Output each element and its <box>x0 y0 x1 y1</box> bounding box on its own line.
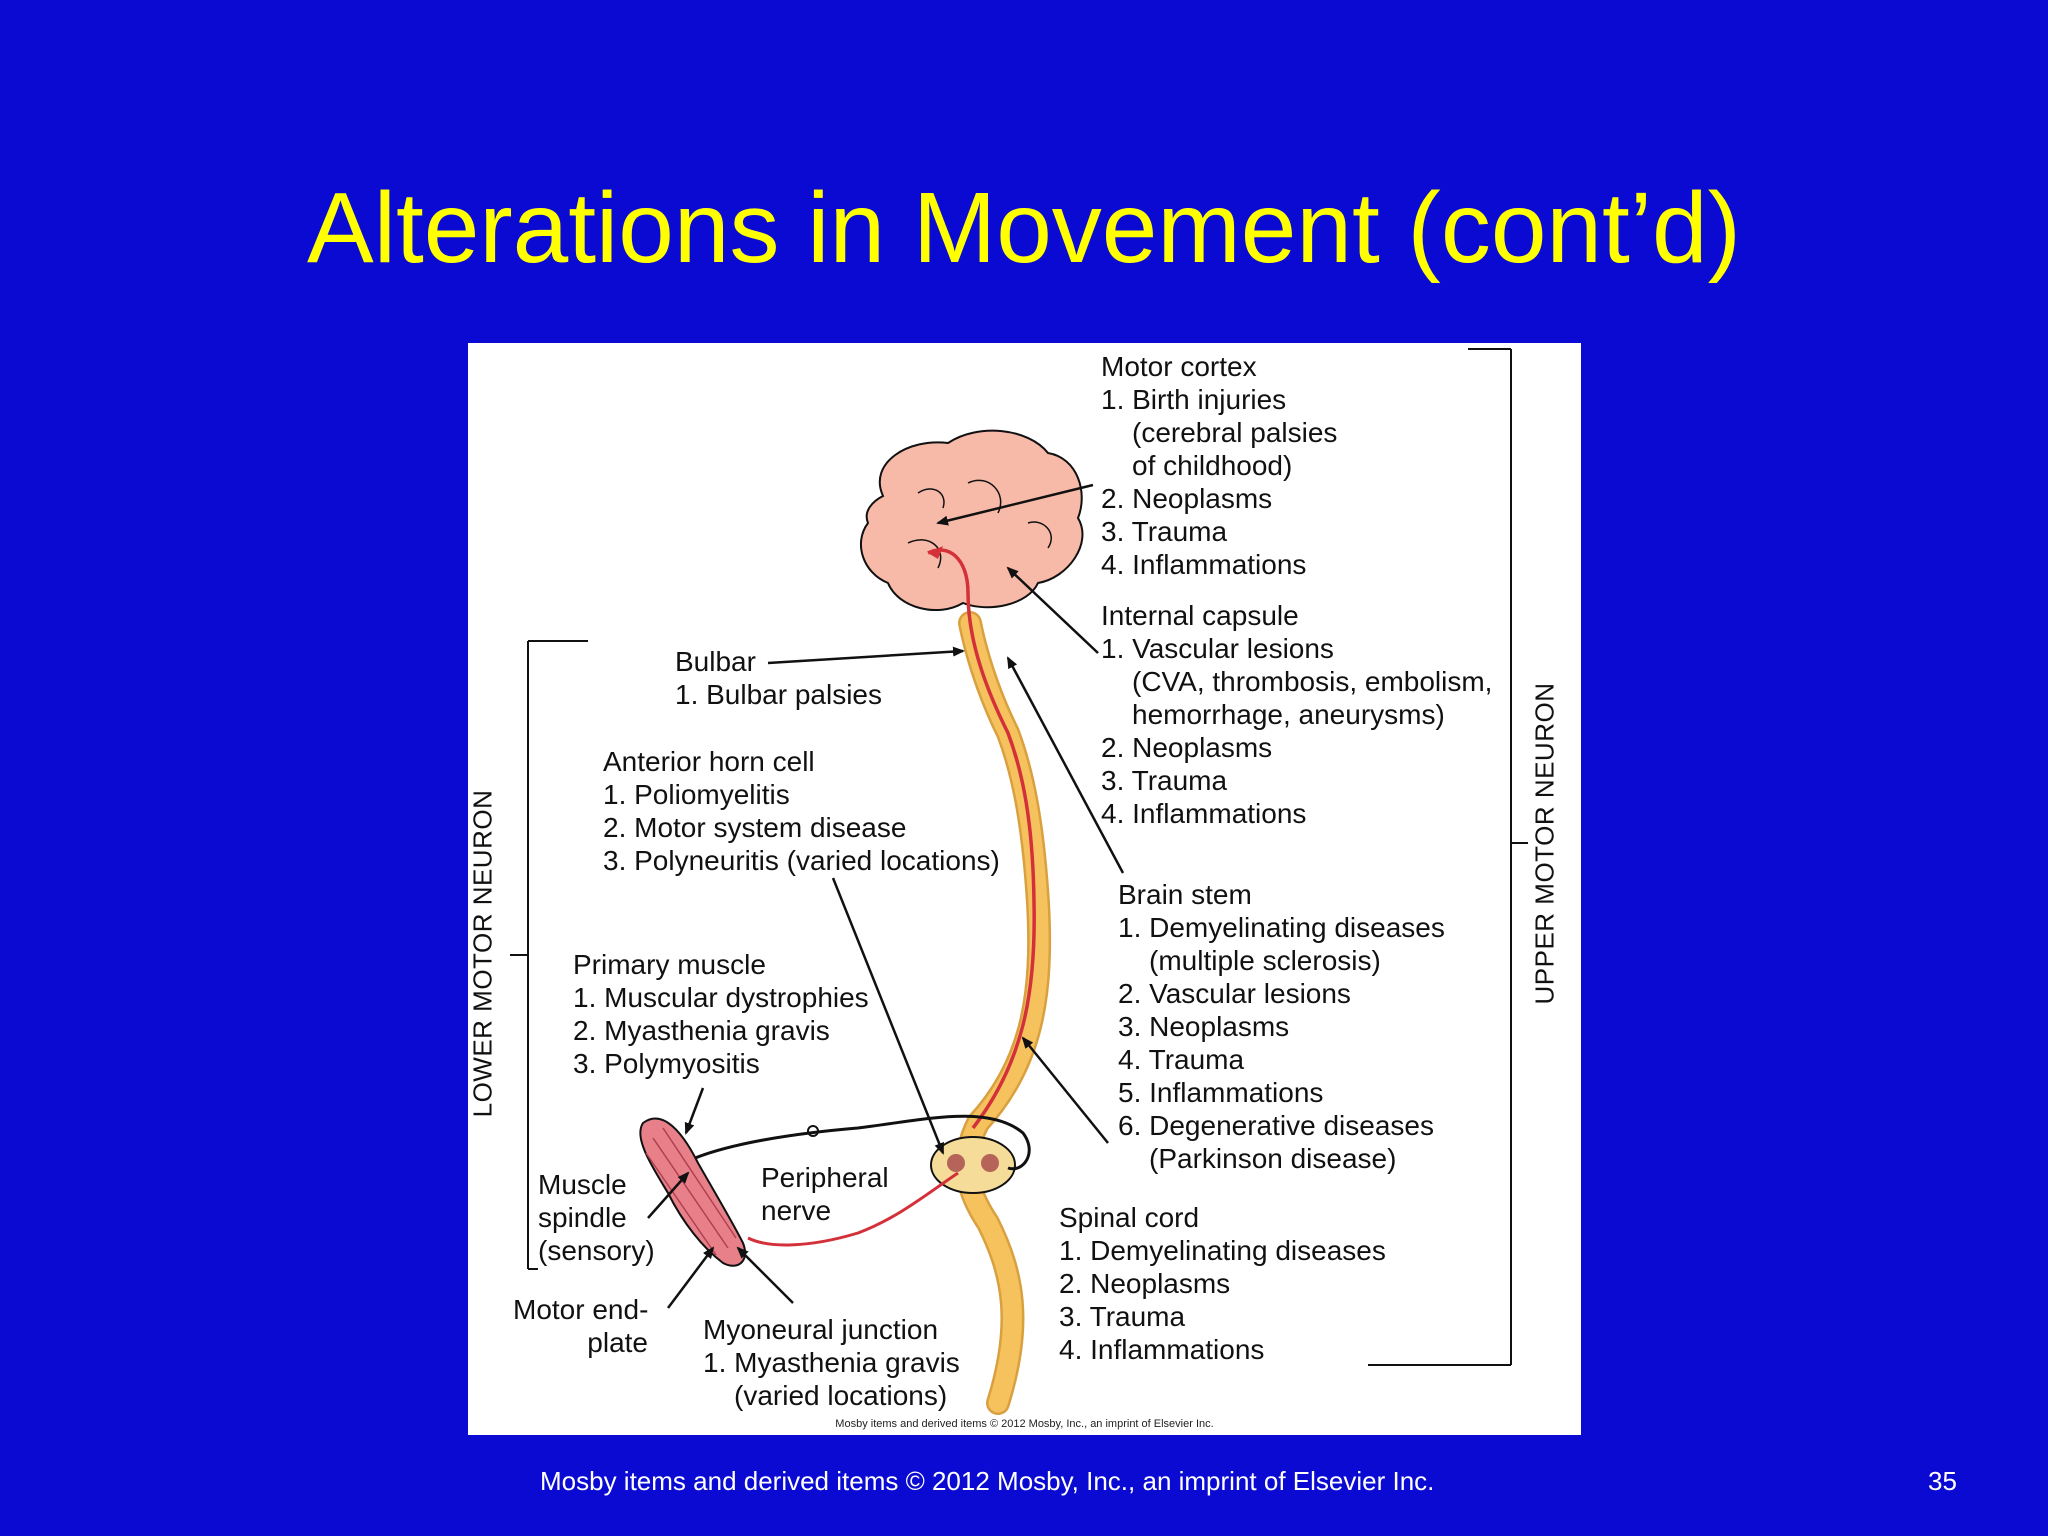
motor-cortex-item: 3. Trauma <box>1101 516 1228 547</box>
brain-stem-item: 6. Degenerative diseases <box>1118 1110 1434 1141</box>
spinal-cross-section <box>930 1136 1016 1194</box>
pathway-illustration <box>510 348 1528 1415</box>
primary-muscle-heading: Primary muscle <box>573 949 766 980</box>
myoneural-junction-item: 1. Myasthenia gravis <box>703 1347 960 1378</box>
lower-motor-neuron-label: LOWER MOTOR NEURON <box>467 789 498 1118</box>
internal-capsule-item: 4. Inflammations <box>1101 798 1307 829</box>
sensory-nerve <box>687 1114 1031 1171</box>
brain-stem-item: 3. Neoplasms <box>1118 1011 1290 1042</box>
myoneural-junction-heading: Myoneural junction <box>703 1314 939 1345</box>
motor-cortex-item: 1. Birth injuries <box>1101 384 1287 415</box>
motor-cortex-label: Motor cortex 1. Birth injuries (cerebral… <box>1101 350 1337 581</box>
brain-stem-item: (Parkinson disease) <box>1149 1143 1397 1174</box>
muscle-spindle-line: spindle <box>538 1202 627 1233</box>
motor-pathway-figure: LOWER MOTOR NEURON UPPER MOTOR NEURON Mo… <box>468 343 1581 1435</box>
page-number: 35 <box>1928 1466 1957 1496</box>
spinal-cord-item: 2. Neoplasms <box>1059 1268 1231 1299</box>
muscle-shape <box>639 1117 746 1267</box>
spinal-cord-item: 3. Trauma <box>1059 1301 1186 1332</box>
upper-motor-neuron-label: UPPER MOTOR NEURON <box>1529 682 1560 1005</box>
internal-capsule-item: 1. Vascular lesions <box>1101 633 1334 664</box>
figure-credit: Mosby items and derived items © 2012 Mos… <box>835 1418 1214 1430</box>
spinal-cord-item: 4. Inflammations <box>1059 1334 1265 1365</box>
peripheral-nerve-line: nerve <box>761 1195 832 1226</box>
internal-capsule-item: (CVA, thrombosis, embolism, <box>1132 666 1493 697</box>
brain-shape <box>859 429 1084 612</box>
slide-footer: Mosby items and derived items © 2012 Mos… <box>540 1466 1435 1496</box>
brain-stem-label: Brain stem 1. Demyelinating diseases (mu… <box>1118 878 1445 1175</box>
primary-muscle-item: 1. Muscular dystrophies <box>573 982 869 1013</box>
lower-motor-nerve <box>747 1171 959 1247</box>
brain-stem-item: 5. Inflammations <box>1118 1077 1324 1108</box>
motor-cortex-item: 4. Inflammations <box>1101 549 1307 580</box>
motor-endplate-line: Motor end- <box>513 1294 649 1325</box>
peripheral-nerve-label: Peripheral nerve <box>761 1161 889 1227</box>
anterior-horn-item: 3. Polyneuritis (varied locations) <box>603 845 1000 876</box>
anterior-horn-item: 1. Poliomyelitis <box>603 779 790 810</box>
upper-neuron-bracket <box>1368 348 1528 1366</box>
upper-motor-tract <box>927 548 1036 1130</box>
motor-cortex-item: of childhood) <box>1132 450 1293 481</box>
pointer-arrows <box>647 483 1125 1309</box>
lower-neuron-bracket <box>510 640 588 1270</box>
muscle-spindle-line: Muscle <box>538 1169 627 1200</box>
anterior-horn-heading: Anterior horn cell <box>603 746 815 777</box>
slide-title: Alterations in Movement (cont’d) <box>307 172 1741 284</box>
internal-capsule-item: hemorrhage, aneurysms) <box>1132 699 1445 730</box>
spinal-cord-label: Spinal cord 1. Demyelinating diseases 2.… <box>1059 1201 1386 1366</box>
internal-capsule-item: 3. Trauma <box>1101 765 1228 796</box>
bulbar-heading: Bulbar <box>675 646 756 677</box>
primary-muscle-label: Primary muscle 1. Muscular dystrophies 2… <box>573 948 869 1080</box>
internal-capsule-label: Internal capsule 1. Vascular lesions (CV… <box>1101 599 1492 830</box>
muscle-spindle-label: Muscle spindle (sensory) <box>538 1168 655 1267</box>
motor-cortex-item: (cerebral palsies <box>1132 417 1338 448</box>
motor-endplate-line: plate <box>587 1327 648 1358</box>
peripheral-nerve-line: Peripheral <box>761 1162 889 1193</box>
anterior-horn-item: 2. Motor system disease <box>603 812 907 843</box>
myoneural-junction-item: (varied locations) <box>734 1380 948 1411</box>
anterior-horn-label: Anterior horn cell 1. Poliomyelitis 2. M… <box>603 745 1000 877</box>
brain-stem-item: 2. Vascular lesions <box>1118 978 1351 1009</box>
motor-endplate-label: Motor end- plate <box>513 1293 648 1359</box>
myoneural-junction-label: Myoneural junction 1. Myasthenia gravis … <box>703 1313 960 1412</box>
primary-muscle-item: 3. Polymyositis <box>573 1048 760 1079</box>
spinal-cord-heading: Spinal cord <box>1059 1202 1200 1233</box>
brain-stem-item: 1. Demyelinating diseases <box>1118 912 1445 943</box>
bulbar-label: Bulbar 1. Bulbar palsies <box>675 645 882 711</box>
internal-capsule-item: 2. Neoplasms <box>1101 732 1273 763</box>
primary-muscle-item: 2. Myasthenia gravis <box>573 1015 830 1046</box>
muscle-spindle-line: (sensory) <box>538 1235 655 1266</box>
bulbar-item: 1. Bulbar palsies <box>675 679 883 710</box>
motor-cortex-item: 2. Neoplasms <box>1101 483 1273 514</box>
brain-stem-item: (multiple sclerosis) <box>1149 945 1381 976</box>
spinal-cord-item: 1. Demyelinating diseases <box>1059 1235 1386 1266</box>
motor-cortex-heading: Motor cortex <box>1101 351 1257 382</box>
brain-stem-item: 4. Trauma <box>1118 1044 1245 1075</box>
internal-capsule-heading: Internal capsule <box>1101 600 1299 631</box>
brain-stem-heading: Brain stem <box>1118 879 1252 910</box>
